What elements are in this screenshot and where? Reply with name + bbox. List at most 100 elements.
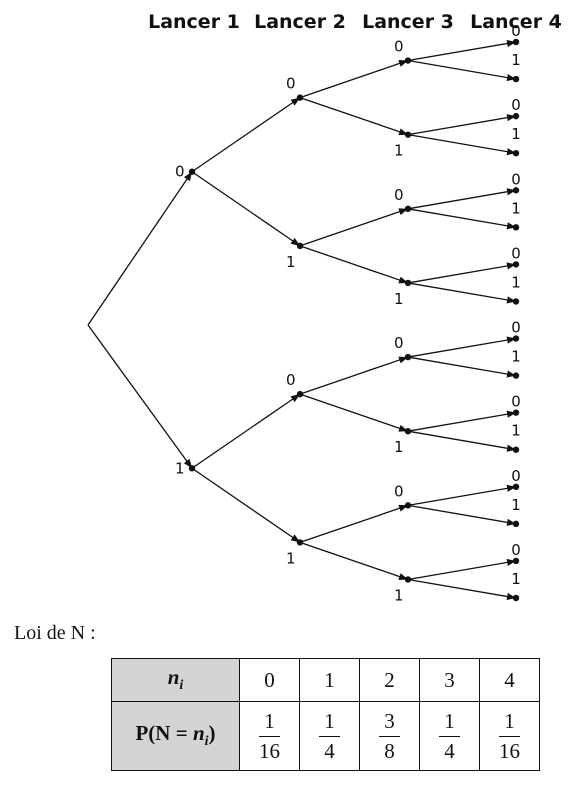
tree-branch: [299, 245, 409, 284]
tree-node: [512, 150, 520, 157]
branch-label-1: 1: [286, 549, 296, 567]
tree-branch: [407, 578, 517, 601]
tree-node: [404, 353, 412, 361]
p-suffix: ): [208, 721, 216, 746]
tree-branch: [407, 484, 517, 506]
tree-node: [512, 557, 520, 565]
tree-node: [512, 38, 520, 46]
tree-node: [296, 242, 304, 250]
tree-node: [404, 279, 412, 287]
branch-label-0: 0: [511, 96, 521, 114]
tree-branch: [87, 324, 193, 469]
tree-node: [512, 483, 520, 490]
branch-label-0: 0: [511, 467, 521, 485]
probability-tree: Lancer 1 Lancer 2 Lancer 3 Lancer 4 0 0 0 0…: [87, 11, 562, 604]
tree-node: [404, 131, 412, 138]
tree-branch: [407, 134, 517, 156]
value-cell: 1: [299, 658, 360, 702]
header-lancer-3: Lancer 3: [362, 11, 454, 33]
tree-branch: [407, 59, 517, 82]
tree-node: [512, 187, 520, 194]
tree-branch: [191, 467, 301, 543]
tree-node: [512, 298, 520, 305]
tree-node: [404, 57, 412, 64]
denominator: 16: [499, 738, 520, 763]
numerator: 3: [379, 710, 400, 737]
branch-label-0: 0: [511, 541, 521, 559]
numerator: 1: [259, 710, 280, 737]
tree-node: [512, 446, 520, 453]
probability-row-header: P(N = ni): [111, 701, 240, 771]
tree-branch: [299, 96, 409, 136]
branch-label-0: 0: [511, 244, 521, 262]
tree-branch: [191, 171, 301, 247]
value-cell: 3: [419, 658, 480, 702]
branch-label-1: 1: [511, 125, 521, 143]
branch-label-0: 0: [394, 482, 404, 500]
branch-label-0: 0: [394, 186, 404, 204]
numerator: 1: [319, 710, 340, 737]
n-symbol: n: [167, 665, 180, 690]
tree-node: [512, 520, 520, 528]
tree-branch: [299, 504, 409, 544]
branch-label-0: 0: [394, 38, 404, 56]
tree-branch: [299, 541, 409, 581]
branch-label-1: 1: [394, 586, 404, 604]
denominator: 8: [384, 738, 395, 763]
tree-branch: [299, 59, 409, 99]
header-lancer-2: Lancer 2: [254, 11, 346, 33]
n-symbol: n: [192, 721, 205, 746]
values-row: ni 0 1 2 3 4: [111, 658, 540, 702]
tree-branch: [407, 410, 517, 432]
tree-node: [512, 372, 520, 379]
tree-node: [296, 94, 304, 101]
tree-branch: [407, 114, 517, 136]
branch-label-1: 1: [175, 459, 185, 477]
tree-branch: [191, 97, 301, 173]
branch-label-1: 1: [394, 438, 404, 456]
tree-branch: [299, 393, 409, 432]
value-cell: 4: [479, 658, 540, 702]
tree-node: [404, 205, 412, 212]
branch-label-1: 1: [511, 496, 521, 514]
denominator: 4: [444, 738, 455, 763]
tree-branch: [407, 336, 517, 358]
tree-node: [512, 335, 520, 342]
tree-branch: [407, 262, 517, 284]
tree-node: [296, 390, 304, 398]
branch-label-1: 1: [286, 253, 296, 271]
branch-label-1: 1: [394, 142, 404, 160]
branch-label-1: 1: [511, 273, 521, 291]
header-lancer-1: Lancer 1: [148, 11, 240, 33]
tree-node: [188, 168, 196, 175]
branch-label-0: 0: [511, 393, 521, 411]
branch-label-1: 1: [394, 290, 404, 308]
tree-branch: [407, 282, 517, 304]
numerator: 1: [499, 710, 520, 737]
law-title: Loi de N :: [14, 622, 96, 644]
tree-branch: [407, 188, 517, 210]
branch-label-0: 0: [286, 75, 296, 93]
header-lancer-4: Lancer 4: [470, 11, 562, 33]
tree-node: [188, 465, 196, 472]
branch-label-0: 0: [511, 22, 521, 40]
tree-branch: [407, 208, 517, 230]
tree-branch: [407, 39, 517, 62]
p-prefix: P(N =: [135, 721, 193, 746]
n-subscript: i: [179, 678, 184, 694]
tree-branch: [191, 393, 301, 469]
tree-node: [512, 75, 520, 83]
tree-node: [512, 594, 520, 602]
